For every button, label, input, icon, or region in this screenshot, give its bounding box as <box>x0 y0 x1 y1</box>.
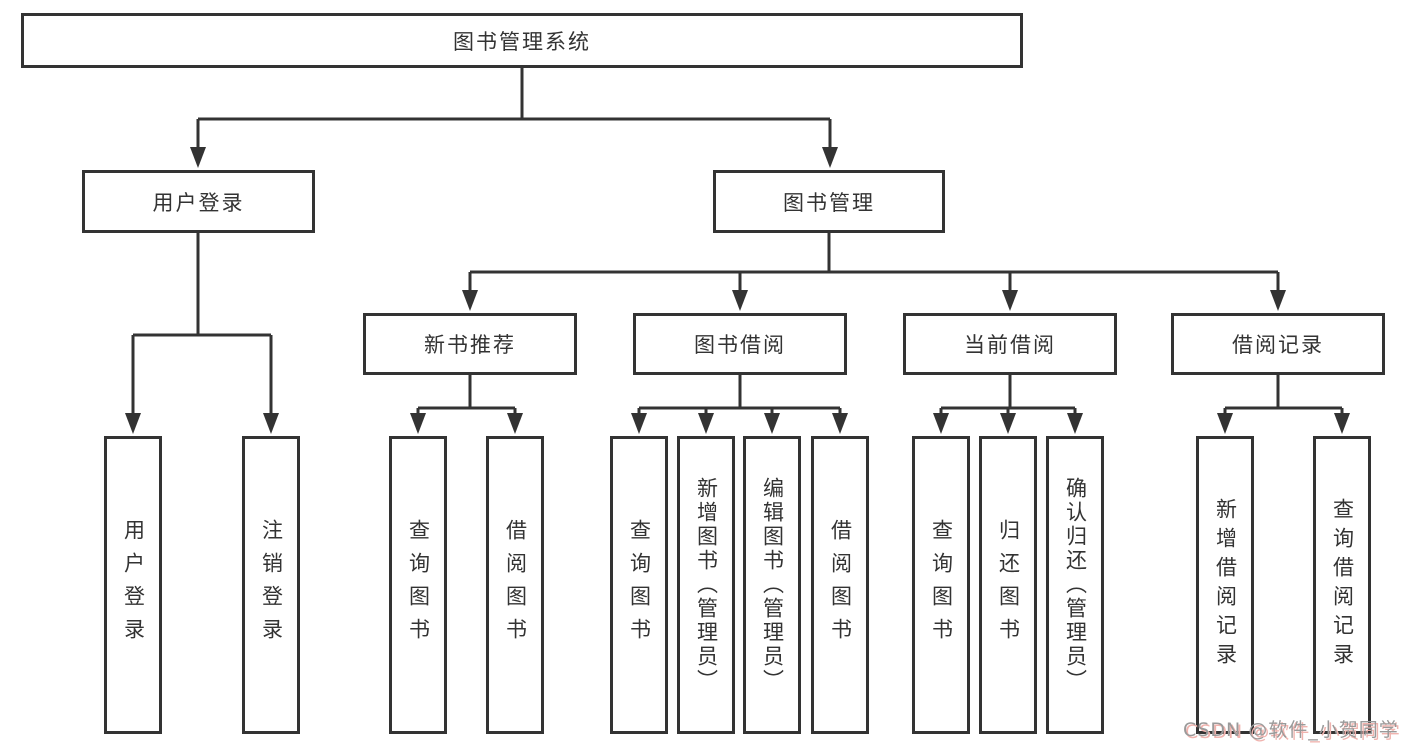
leaf-user-login: 用户登录 <box>104 436 162 734</box>
csdn-watermark: CSDN @软件_小贺同学 <box>1183 719 1399 741</box>
node-borrowing-records: 借阅记录 <box>1171 313 1385 375</box>
node-book-management: 图书管理 <box>713 170 945 233</box>
leaf-add-books-admin: 新增图书（管理员） <box>677 436 735 734</box>
leaf-query-books-current: 查询图书 <box>912 436 970 734</box>
leaf-borrow-books-borrow: 借阅图书 <box>811 436 869 734</box>
leaf-borrow-books-recommend: 借阅图书 <box>486 436 544 734</box>
leaf-return-books: 归还图书 <box>979 436 1037 734</box>
node-book-borrowing: 图书借阅 <box>633 313 847 375</box>
leaf-add-borrow-record: 新增借阅记录 <box>1196 436 1254 734</box>
node-library-management-system: 图书管理系统 <box>21 13 1023 68</box>
leaf-query-borrow-record: 查询借阅记录 <box>1313 436 1371 734</box>
connector-paths <box>131 68 1344 416</box>
node-user-login: 用户登录 <box>82 170 315 233</box>
leaf-logout: 注销登录 <box>242 436 300 734</box>
leaf-confirm-return-admin: 确认归还（管理员） <box>1046 436 1104 734</box>
arrowhead-group <box>125 147 1350 434</box>
leaf-query-books-recommend: 查询图书 <box>389 436 447 734</box>
leaf-edit-books-admin: 编辑图书（管理员） <box>743 436 801 734</box>
leaf-query-books-borrow: 查询图书 <box>610 436 668 734</box>
node-current-borrowing: 当前借阅 <box>903 313 1117 375</box>
node-new-book-recommend: 新书推荐 <box>363 313 577 375</box>
